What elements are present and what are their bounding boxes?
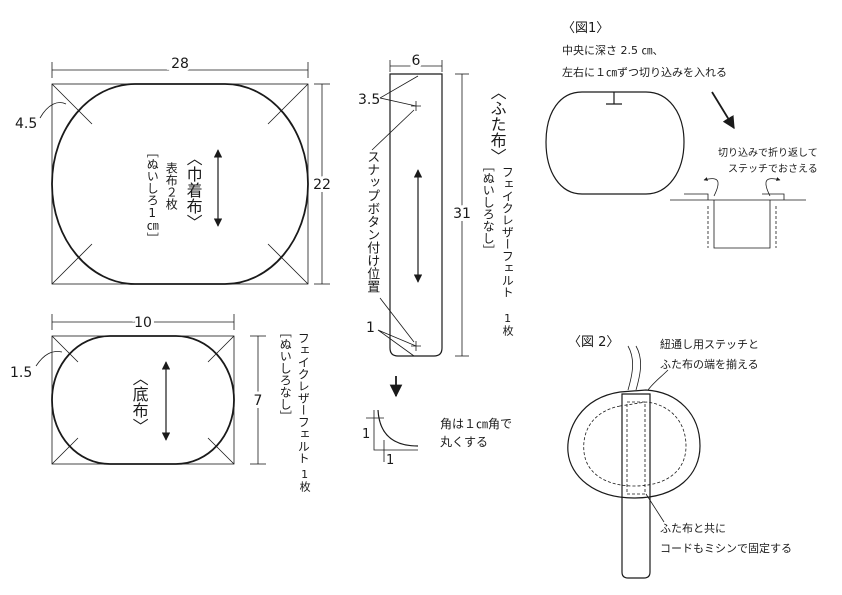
lid-width-label: 6 — [412, 53, 421, 69]
corner-detail-note-line1: 角は１㎝角で — [440, 417, 512, 431]
lid-title: 〈ふた布〉 — [487, 84, 507, 164]
fig2-cord-left — [627, 345, 633, 391]
lid-snap-leader-bottom — [379, 297, 415, 343]
fig1-pouch-shape — [545, 91, 685, 195]
lid-snap-label: スナップボタン付け位置 — [364, 150, 380, 293]
fig2-pouch-stitch — [583, 401, 687, 487]
fig1-fold-arrow-left — [703, 177, 719, 197]
fig1-fold-note-line1: 切り込みで折り返して — [718, 146, 818, 159]
base-seam: ［ぬいしろなし］ — [278, 326, 293, 422]
fig2-lid-stitch — [626, 401, 646, 495]
corner-detail: 1 1 角は１㎝角で 丸くする — [362, 409, 512, 468]
kinchaku-count: 表布２枚 — [164, 162, 179, 210]
base-height-label: 7 — [254, 393, 263, 409]
kinchaku-corner-lines — [51, 83, 309, 285]
fig1-pointer-arrow — [711, 91, 735, 130]
fig1-instruction-line2: 左右に１㎝ずつ切り込みを入れる — [562, 65, 727, 79]
corner-detail-dim-a: 1 — [362, 427, 370, 442]
fig1-instruction-line1: 中央に深さ 2.5 ㎝、 — [562, 44, 664, 57]
fig1-fold-detail — [670, 193, 806, 249]
base-count: 1枚 — [298, 468, 312, 492]
lid-top-offset-label: 3.5 — [358, 92, 380, 108]
fig2-note2-leader — [645, 493, 665, 523]
fig2-lid-strip — [621, 393, 651, 579]
corner-detail-curve — [377, 409, 419, 447]
fig2-note1-line2: ふた布の端を揃える — [660, 358, 759, 371]
fig2-note1-line1: 紐通し用ステッチと — [660, 338, 759, 351]
fig2-note2-line1: ふた布と共に — [660, 522, 726, 535]
base-corner-label: 1.5 — [10, 365, 32, 381]
lid-bottom-offset-label: 1 — [366, 320, 375, 336]
lid-height-label: 31 — [453, 206, 471, 222]
fig2-cord-right — [635, 345, 641, 391]
kinchaku-seam: ［ぬいしろ1㎝］ — [145, 146, 160, 244]
kinchaku-corner-leader — [39, 102, 67, 119]
fig1-title: 〈図1〉 — [562, 21, 609, 36]
lid-piece: 6 31 3.5 1 — [358, 50, 474, 357]
fig2-note2-line2: コードもミシンで固定する — [660, 541, 792, 555]
lid-top-offset-leader — [379, 75, 419, 107]
corner-detail-guides — [366, 417, 385, 462]
figure-1: 〈図1〉 中央に深さ 2.5 ㎝、 左右に１㎝ずつ切り込みを入れる 切り込みで折… — [545, 21, 818, 249]
fig2-title: 〈図 2〉 — [568, 335, 619, 350]
lid-bottom-offset-leader — [377, 329, 417, 357]
kinchaku-piece: 28 22 4.5 — [15, 53, 334, 285]
kinchaku-corner-label: 4.5 — [15, 116, 37, 132]
base-title: 〈底布〉 — [129, 370, 149, 434]
figure-2: 〈図 2〉 紐通し用ステッチと ふた布の端を揃える ふた布と共に コードもミシン… — [567, 335, 792, 579]
fig1-center-cut — [606, 92, 622, 105]
kinchaku-width-label: 28 — [171, 56, 189, 72]
lid-material: フェイクレザーフェルト — [500, 166, 515, 298]
fig2-note1-leader — [647, 369, 669, 391]
kinchaku-title: 〈巾着布〉 — [183, 150, 203, 230]
lid-outline — [389, 73, 443, 357]
base-outline — [51, 335, 235, 465]
fig1-fold-note-line2: ステッチでおさえる — [728, 163, 818, 175]
base-material: フェイクレザーフェルト — [296, 332, 311, 464]
kinchaku-outer-rect — [51, 83, 309, 285]
corner-detail-dim-b: 1 — [386, 453, 394, 468]
base-piece: 10 7 1.5 — [10, 312, 266, 465]
corner-detail-note-line2: 丸くする — [440, 435, 488, 449]
fig1-fold-arrow-right — [765, 177, 781, 197]
base-corner-leader — [35, 351, 63, 367]
corner-detail-square — [373, 410, 418, 451]
lid-seam: ［ぬいしろなし］ — [481, 160, 496, 256]
fig2-pouch-outline — [567, 389, 701, 499]
kinchaku-outline — [51, 83, 309, 285]
lid-count: 1枚 — [501, 312, 515, 336]
lid-snap-leader — [371, 109, 415, 151]
kinchaku-height-label: 22 — [313, 177, 331, 193]
fig1-fold-stitch — [707, 206, 777, 248]
base-corner-lines — [51, 335, 235, 465]
base-width-label: 10 — [134, 315, 152, 331]
